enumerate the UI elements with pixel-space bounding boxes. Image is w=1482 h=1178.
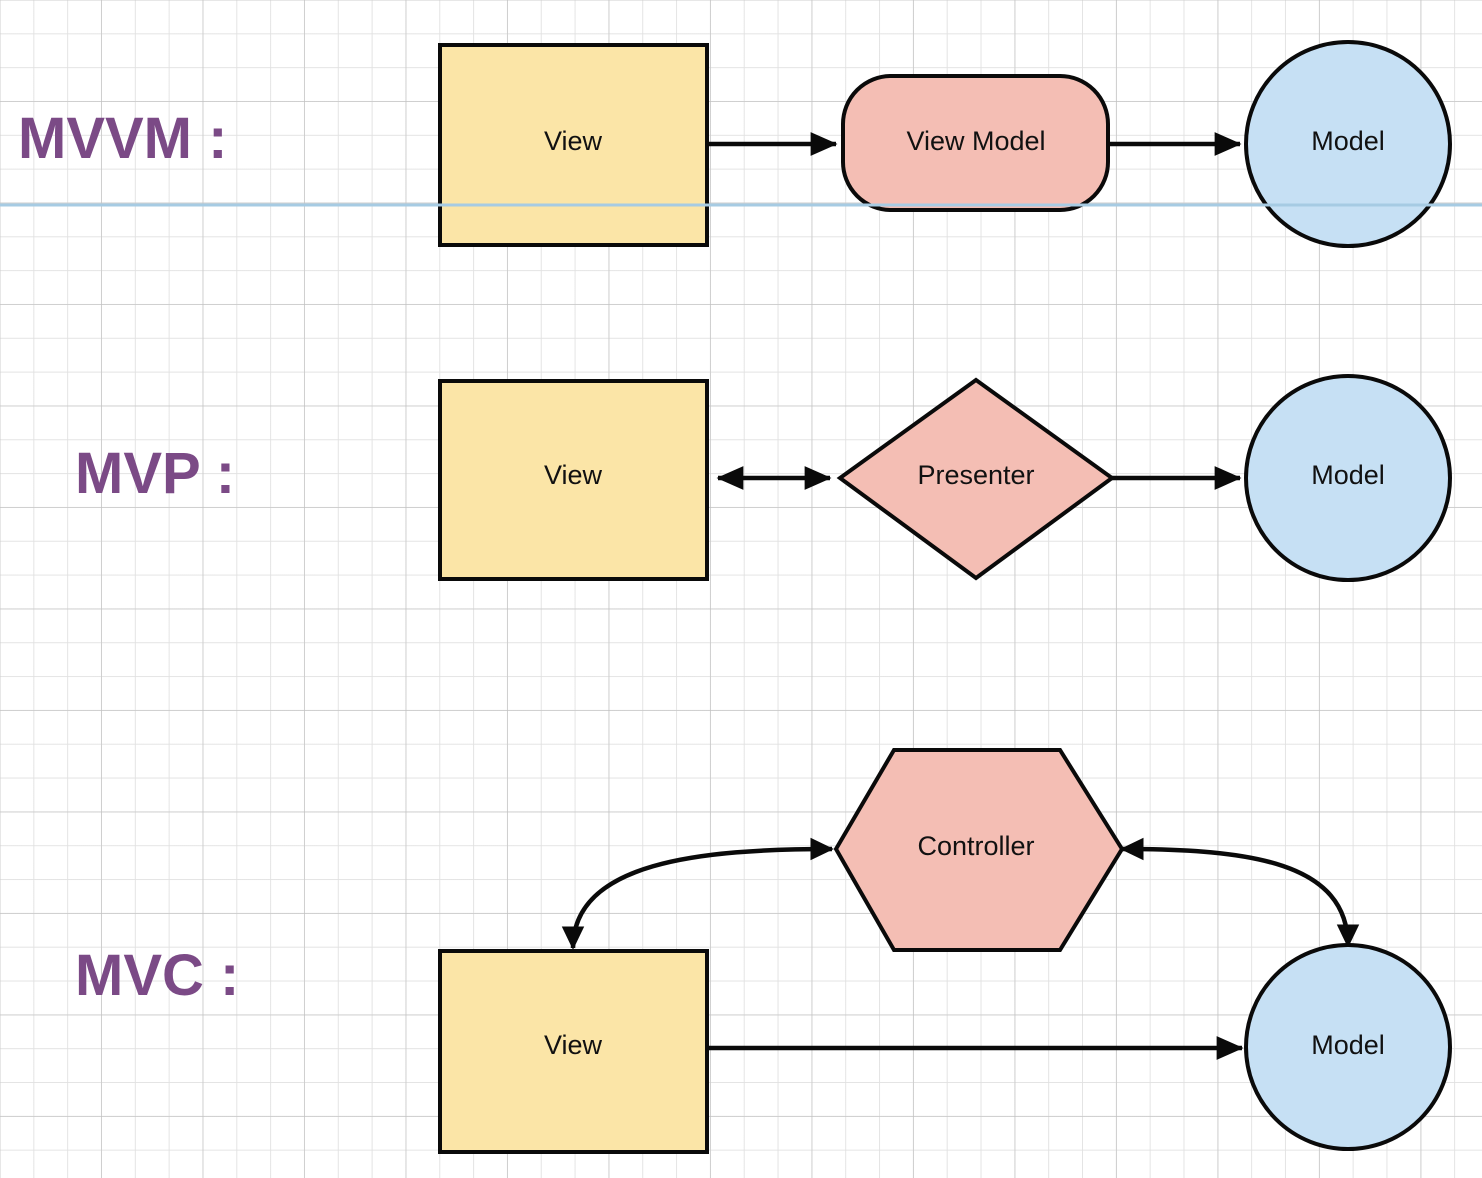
row-mvvm [438,40,1452,248]
node-mvp-presenter[interactable] [836,377,1116,581]
node-label-mvvm-model: Model [1311,126,1385,156]
node-mvvm-viewmodel[interactable] [841,74,1110,212]
node-mvp-model[interactable] [1244,374,1452,582]
node-mvp-view[interactable] [438,379,709,581]
node-label-mvc-view: View [544,1030,603,1060]
node-label-mvp-view: View [544,460,603,490]
row-label-mvc: MVC : [75,943,240,1008]
row-mvc [438,748,1452,1154]
connector-mvc-view-controller [561,837,834,950]
node-label-mvc-controller: Controller [917,831,1034,861]
node-label-mvvm-viewmodel: View Model [906,126,1045,156]
node-mvvm-view[interactable] [438,43,709,247]
row-mvp [438,374,1452,582]
connector-mvc-controller-model [1120,837,1360,948]
node-mvc-controller[interactable] [833,748,1125,952]
node-label-mvp-model: Model [1311,460,1385,490]
node-mvc-view[interactable] [438,949,709,1154]
node-label-mvvm-view: View [544,126,603,156]
node-mvc-model[interactable] [1244,943,1452,1151]
row-label-mvp: MVP : [75,441,236,506]
row-label-mvvm: MVVM : [18,106,228,171]
node-label-mvc-model: Model [1311,1030,1385,1060]
node-label-mvp-presenter: Presenter [917,460,1034,490]
node-mvvm-model[interactable] [1244,40,1452,248]
